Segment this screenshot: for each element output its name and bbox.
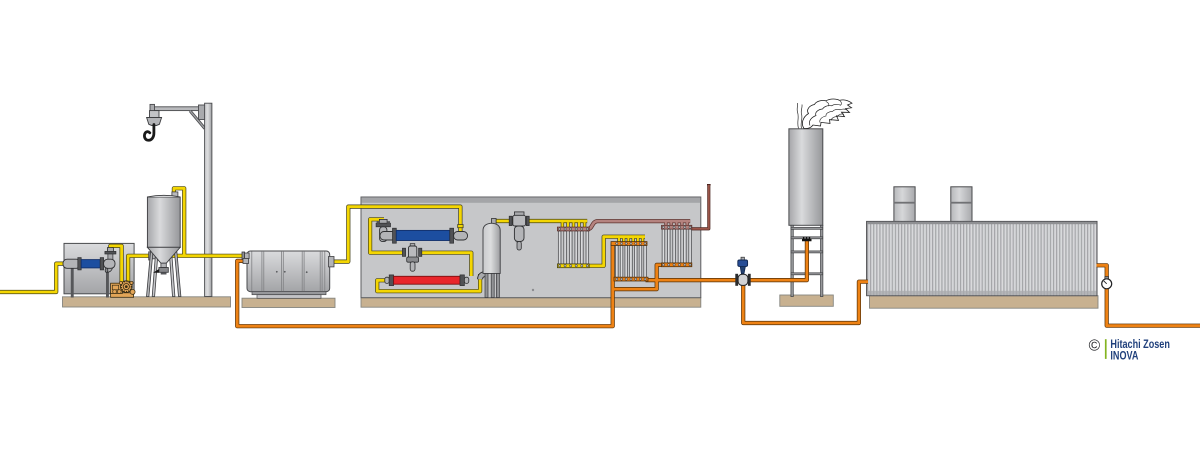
svg-text:Hitachi Zosen: Hitachi Zosen: [1110, 338, 1170, 351]
svg-text:©: ©: [1089, 338, 1101, 355]
svg-text:INOVA: INOVA: [1110, 349, 1138, 362]
